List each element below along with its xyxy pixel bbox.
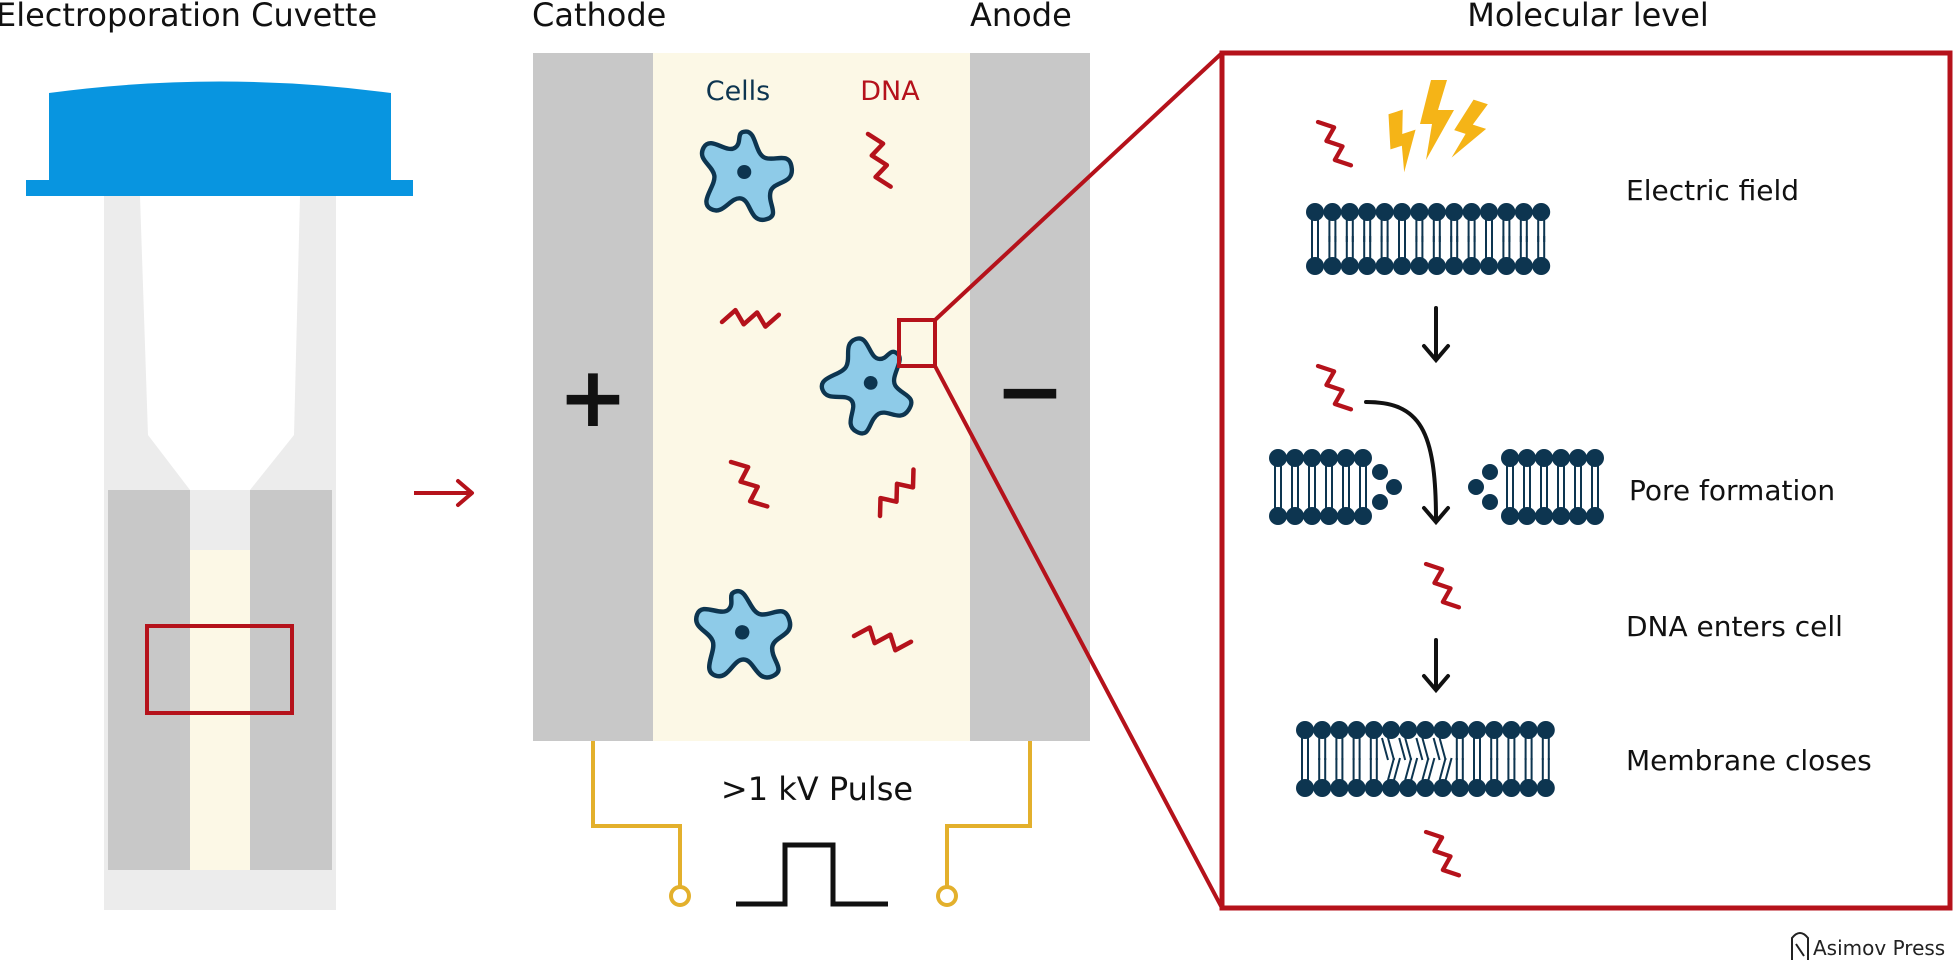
molecular-title: Molecular level bbox=[1467, 0, 1709, 34]
cuvette-inner-channel bbox=[140, 196, 300, 490]
cell-1 bbox=[702, 132, 792, 220]
cell-3 bbox=[692, 583, 798, 688]
cathode-electrode bbox=[533, 53, 653, 741]
anode-title: Anode bbox=[970, 0, 1072, 34]
step-dna-enters: DNA enters cell bbox=[1626, 610, 1843, 643]
step-electric-field: Electric field bbox=[1626, 174, 1799, 207]
membrane-pore-left bbox=[1269, 449, 1402, 525]
membrane-zoom-box bbox=[897, 318, 937, 368]
step-membrane-closes: Membrane closes bbox=[1626, 744, 1872, 777]
circuit-wires bbox=[591, 741, 1032, 907]
cuvette-illustration bbox=[26, 81, 413, 910]
membrane-closing bbox=[1296, 721, 1555, 797]
credit-text: Asimov Press bbox=[1813, 936, 1945, 960]
cuvette-cap bbox=[26, 81, 413, 196]
cuvette-sample bbox=[190, 550, 250, 870]
asimov-logo-icon bbox=[1791, 932, 1809, 960]
cells-label: Cells bbox=[706, 76, 771, 107]
cell-2 bbox=[809, 326, 932, 449]
zoom-arrow bbox=[414, 479, 474, 507]
membrane-pore-right bbox=[1468, 449, 1604, 525]
plus-sign: + bbox=[558, 348, 628, 446]
cuvette-title: Electroporation Cuvette bbox=[0, 0, 377, 34]
pulse-label: >1 kV Pulse bbox=[721, 770, 913, 808]
cuvette-zoom-box bbox=[145, 624, 294, 715]
anode-electrode bbox=[970, 53, 1090, 741]
down-arrow-2 bbox=[1422, 638, 1450, 694]
minus-sign: − bbox=[995, 342, 1065, 440]
lightning-bolts-icon bbox=[1388, 80, 1488, 173]
pulse-waveform bbox=[736, 842, 888, 907]
pore-entry-arrow bbox=[1364, 400, 1450, 526]
down-arrow-1 bbox=[1422, 306, 1450, 364]
dna-label: DNA bbox=[860, 76, 920, 107]
step-pore-formation: Pore formation bbox=[1629, 474, 1835, 507]
cathode-title: Cathode bbox=[532, 0, 666, 34]
membrane-intact bbox=[1306, 203, 1551, 275]
